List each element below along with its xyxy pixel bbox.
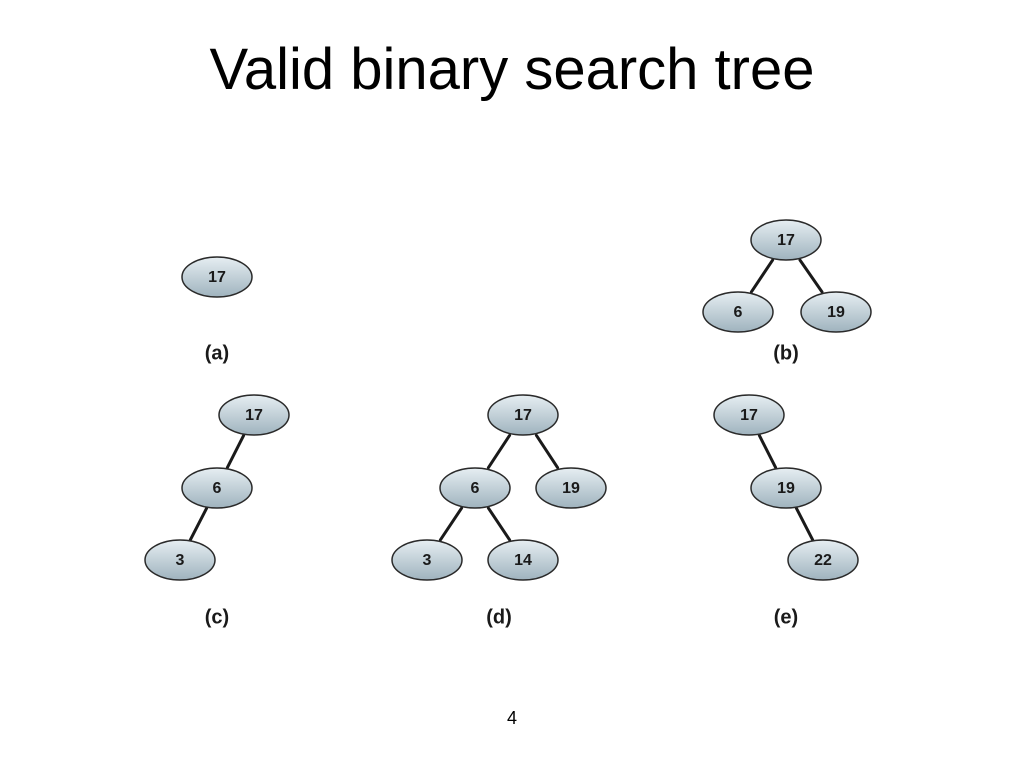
- tree-e-node-shape: [787, 539, 859, 581]
- tree-d-node-3: 3: [391, 539, 463, 581]
- tree-c-edge-17-6: [225, 433, 246, 470]
- tree-e-node-shape: [713, 394, 785, 436]
- tree-d-edge-17-19: [534, 433, 560, 470]
- tree-d-node-label: 3: [423, 552, 432, 569]
- tree-a-node-shape: [181, 256, 253, 298]
- tree-d-edge-6-3: [438, 506, 464, 542]
- tree-e-caption: (e): [774, 606, 798, 628]
- tree-e-node-label: 17: [740, 407, 758, 424]
- tree-d-node-label: 17: [514, 407, 532, 424]
- tree-d-node-shape: [487, 539, 559, 581]
- tree-b-node-6: 6: [702, 291, 774, 333]
- tree-e-edge-19-22: [794, 506, 815, 542]
- tree-b-caption: (b): [773, 342, 799, 364]
- tree-b-edge-17-19: [798, 258, 824, 294]
- tree-b-node-shape: [702, 291, 774, 333]
- tree-e-node-shape: [750, 467, 822, 509]
- tree-b-node-19: 19: [800, 291, 872, 333]
- tree-a-node-label: 17: [208, 269, 226, 286]
- tree-d-node-19: 19: [535, 467, 607, 509]
- page-number: 4: [506, 708, 517, 728]
- tree-d-edge-6-14: [486, 506, 512, 542]
- tree-b-node-label: 17: [777, 232, 795, 249]
- tree-d-node-shape: [535, 467, 607, 509]
- tree-b-node-label: 6: [734, 304, 743, 321]
- tree-d-node-17: 17: [487, 394, 559, 436]
- tree-e-edge-17-19: [757, 433, 778, 470]
- tree-d-edge-17-6: [486, 433, 512, 470]
- tree-c-node-shape: [181, 467, 253, 509]
- tree-c-node-label: 6: [213, 480, 222, 497]
- tree-b-node-shape: [800, 291, 872, 333]
- tree-e-node-label: 19: [777, 480, 795, 497]
- tree-d-node-shape: [487, 394, 559, 436]
- tree-d-node-shape: [439, 467, 511, 509]
- tree-d-caption: (d): [486, 606, 512, 628]
- tree-e-node-22: 22: [787, 539, 859, 581]
- tree-e-node-19: 19: [750, 467, 822, 509]
- tree-c-node-17: 17: [218, 394, 290, 436]
- tree-a-caption: (a): [205, 342, 229, 364]
- tree-c-caption: (c): [205, 606, 229, 628]
- tree-c-node-shape: [218, 394, 290, 436]
- tree-d-node-label: 19: [562, 480, 580, 497]
- tree-d-node-label: 14: [514, 552, 532, 569]
- tree-d-node-label: 6: [471, 480, 480, 497]
- tree-d-node-14: 14: [487, 539, 559, 581]
- tree-c-node-shape: [144, 539, 216, 581]
- tree-d-node-shape: [391, 539, 463, 581]
- tree-c-node-label: 17: [245, 407, 263, 424]
- tree-c-node-label: 3: [176, 552, 185, 569]
- tree-e-node-label: 22: [814, 552, 832, 569]
- tree-d-node-6: 6: [439, 467, 511, 509]
- tree-c-node-6: 6: [181, 467, 253, 509]
- tree-c-node-3: 3: [144, 539, 216, 581]
- tree-b-node-17: 17: [750, 219, 822, 261]
- tree-a-node-17: 17: [181, 256, 253, 298]
- tree-c-edge-6-3: [188, 506, 209, 542]
- tree-b-edge-17-6: [749, 258, 775, 294]
- tree-e-node-17: 17: [713, 394, 785, 436]
- tree-b-node-shape: [750, 219, 822, 261]
- tree-b-node-label: 19: [827, 304, 845, 321]
- slide-title: Valid binary search tree: [209, 37, 815, 102]
